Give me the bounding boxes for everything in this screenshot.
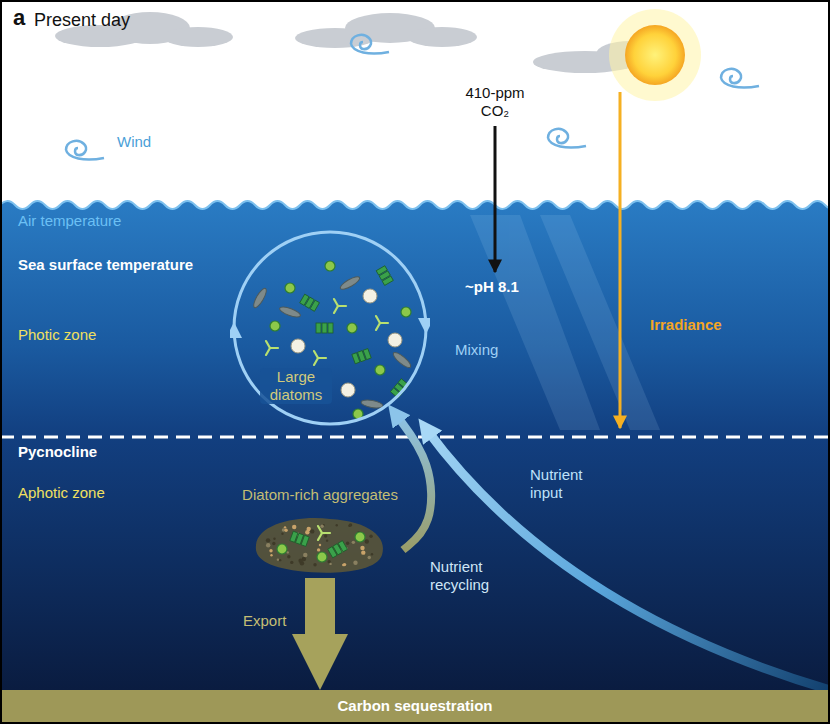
co2-arrow (494, 126, 497, 272)
mixing-label: Mixing (455, 341, 498, 359)
co2-label: 410-ppm CO₂ (463, 84, 527, 120)
light-rays (470, 215, 660, 430)
band-label: Carbon sequestration (2, 690, 828, 722)
mixing-loop (234, 232, 426, 424)
sea (0, 201, 830, 724)
panel-letter: a (13, 5, 25, 31)
wind-label: Wind (117, 133, 151, 151)
zone-label: Pycnocline (18, 443, 97, 461)
nutrient-recycling-arrow (396, 415, 431, 550)
node-label: Large diatoms (260, 368, 332, 404)
nutrient-input-arrow (427, 430, 830, 690)
nutrient-input-label: Nutrient input (530, 466, 602, 502)
node-heading: Diatom-rich aggregates (242, 486, 398, 504)
zone-label: Photic zone (18, 326, 96, 344)
mixing-circle: Large diatoms (230, 228, 430, 428)
irradiance-label: Irradiance (650, 316, 722, 334)
mixing-arrowhead (230, 322, 242, 338)
zone-label: Sea surface temperature (18, 256, 193, 274)
sun (609, 9, 701, 101)
wave-crest (0, 201, 830, 209)
zone-label: Aphotic zone (18, 484, 105, 502)
sediment-band: Carbon sequestration (2, 690, 828, 722)
aggregate-blob: Diatom-rich aggregates (237, 486, 403, 578)
diatoms (251, 261, 412, 419)
ph-label: ~pH 8.1 (465, 278, 519, 296)
mixing-arrowhead (418, 318, 430, 334)
clouds (55, 12, 664, 73)
zone-label: Air temperature (18, 212, 121, 230)
aggregate-illustration (237, 514, 403, 576)
irradiance-arrow (619, 92, 622, 428)
aggregate (256, 518, 383, 573)
connector-label: Nutrient recycling (430, 558, 504, 594)
wind-swirls (66, 35, 759, 160)
panel-title: Present day (34, 9, 130, 31)
export-arrow (305, 578, 335, 656)
connector-label: Export (243, 612, 286, 630)
